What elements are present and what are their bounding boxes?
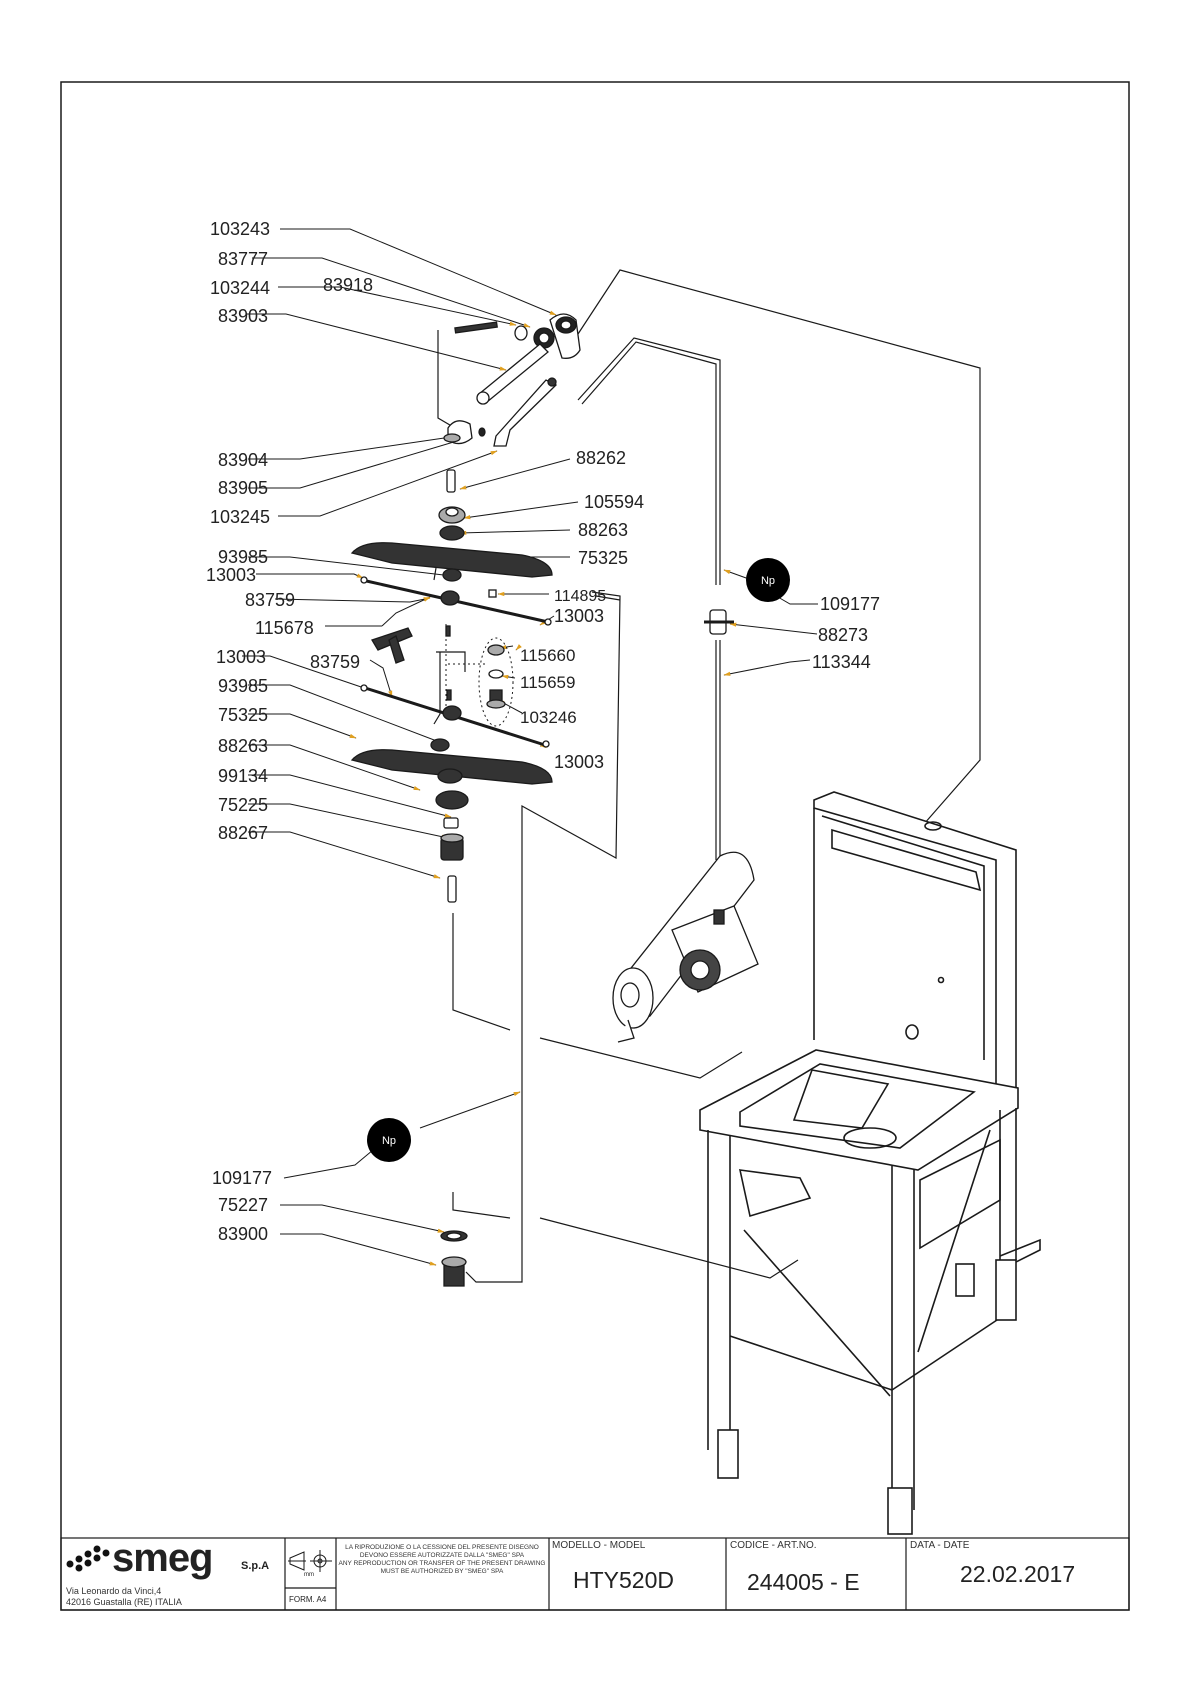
label-75225: 75225 bbox=[218, 795, 268, 815]
label-99134: 99134 bbox=[218, 766, 268, 786]
np-badge-upper: Np bbox=[746, 558, 790, 602]
smeg-logo-icon bbox=[66, 1545, 110, 1572]
label-115678: 115678 bbox=[255, 618, 314, 638]
projection-symbol-icon bbox=[288, 1550, 332, 1572]
parts-middle-assembly bbox=[371, 625, 506, 709]
label-103246: 103246 bbox=[520, 708, 577, 727]
legal-notice-it: LA RIPRODUZIONE O LA CESSIONE DEL PRESEN… bbox=[345, 1544, 539, 1559]
label-114895: 114895 bbox=[554, 588, 606, 605]
label-88263-lower: 88263 bbox=[218, 736, 268, 756]
label-13003-b: 13003 bbox=[554, 606, 604, 626]
label-93985-lower: 93985 bbox=[218, 676, 268, 696]
label-103244: 103244 bbox=[210, 278, 270, 298]
label-13003-d: 13003 bbox=[554, 752, 604, 772]
label-103243: 103243 bbox=[210, 219, 270, 239]
valve-88273 bbox=[704, 609, 734, 635]
label-75325-upper: 75325 bbox=[578, 548, 628, 568]
label-103245: 103245 bbox=[210, 507, 270, 527]
label-75325-lower: 75325 bbox=[218, 705, 268, 725]
label-115660: 115660 bbox=[520, 646, 575, 665]
label-13003-a: 13003 bbox=[206, 565, 256, 585]
date-value: 22.02.2017 bbox=[960, 1561, 1076, 1587]
boiler-pump-assembly bbox=[612, 851, 759, 1043]
label-109177-left: 109177 bbox=[212, 1168, 272, 1188]
label-88267: 88267 bbox=[218, 823, 268, 843]
label-109177-right: 109177 bbox=[820, 594, 880, 614]
title-block bbox=[60, 1537, 1130, 1611]
address-line-1: Via Leonardo da Vinci,4 bbox=[66, 1586, 162, 1596]
model-value: HTY520D bbox=[573, 1567, 674, 1593]
np-badge-lower-text: Np bbox=[382, 1135, 396, 1147]
label-93985-upper: 93985 bbox=[218, 547, 268, 567]
parts-lower-assembly bbox=[350, 684, 553, 903]
address-line-2: 42016 Guastalla (RE) ITALIA bbox=[66, 1597, 182, 1607]
part-number-labels: 103243 83777 103244 83918 83903 83904 83… bbox=[206, 219, 880, 1244]
label-83900: 83900 bbox=[218, 1224, 268, 1244]
label-83759-b: 83759 bbox=[310, 652, 360, 672]
label-113344: 113344 bbox=[812, 652, 871, 672]
label-105594: 105594 bbox=[584, 492, 644, 512]
label-88262: 88262 bbox=[576, 448, 626, 468]
label-75227: 75227 bbox=[218, 1195, 268, 1215]
np-badge-lower: Np bbox=[367, 1118, 411, 1162]
parts-drain-assembly bbox=[440, 1230, 468, 1287]
code-header: CODICE - ART.NO. bbox=[730, 1540, 817, 1551]
model-header: MODELLO - MODEL bbox=[552, 1540, 646, 1551]
dishwasher-body bbox=[699, 791, 1041, 1535]
label-83777: 83777 bbox=[218, 249, 268, 269]
company-address: Via Leonardo da Vinci,4 42016 Guastalla … bbox=[66, 1586, 281, 1608]
date-header: DATA - DATE bbox=[910, 1540, 970, 1551]
brand-suffix: S.p.A bbox=[241, 1560, 270, 1572]
smeg-logo: smeg bbox=[112, 1536, 213, 1580]
label-83904: 83904 bbox=[218, 450, 268, 470]
label-83759-a: 83759 bbox=[245, 590, 295, 610]
label-83918: 83918 bbox=[323, 275, 373, 295]
leader-lines bbox=[242, 228, 818, 1266]
projection-unit: mm bbox=[304, 1572, 314, 1578]
format-label: FORM. A4 bbox=[289, 1595, 327, 1604]
label-13003-c: 13003 bbox=[216, 647, 266, 667]
label-88263-upper: 88263 bbox=[578, 520, 628, 540]
label-88273: 88273 bbox=[818, 625, 868, 645]
legal-notice-en: ANY REPRODUCTION OR TRANSFER OF THE PRES… bbox=[338, 1560, 546, 1575]
code-value: 244005 - E bbox=[747, 1569, 860, 1595]
label-115659: 115659 bbox=[520, 673, 575, 692]
label-83905: 83905 bbox=[218, 478, 268, 498]
legal-notice: LA RIPRODUZIONE O LA CESSIONE DEL PRESEN… bbox=[338, 1544, 546, 1576]
label-83903: 83903 bbox=[218, 306, 268, 326]
parts-upper-assembly bbox=[350, 313, 581, 626]
routing-lines bbox=[433, 269, 981, 1283]
np-badge-upper-text: Np bbox=[761, 575, 775, 587]
